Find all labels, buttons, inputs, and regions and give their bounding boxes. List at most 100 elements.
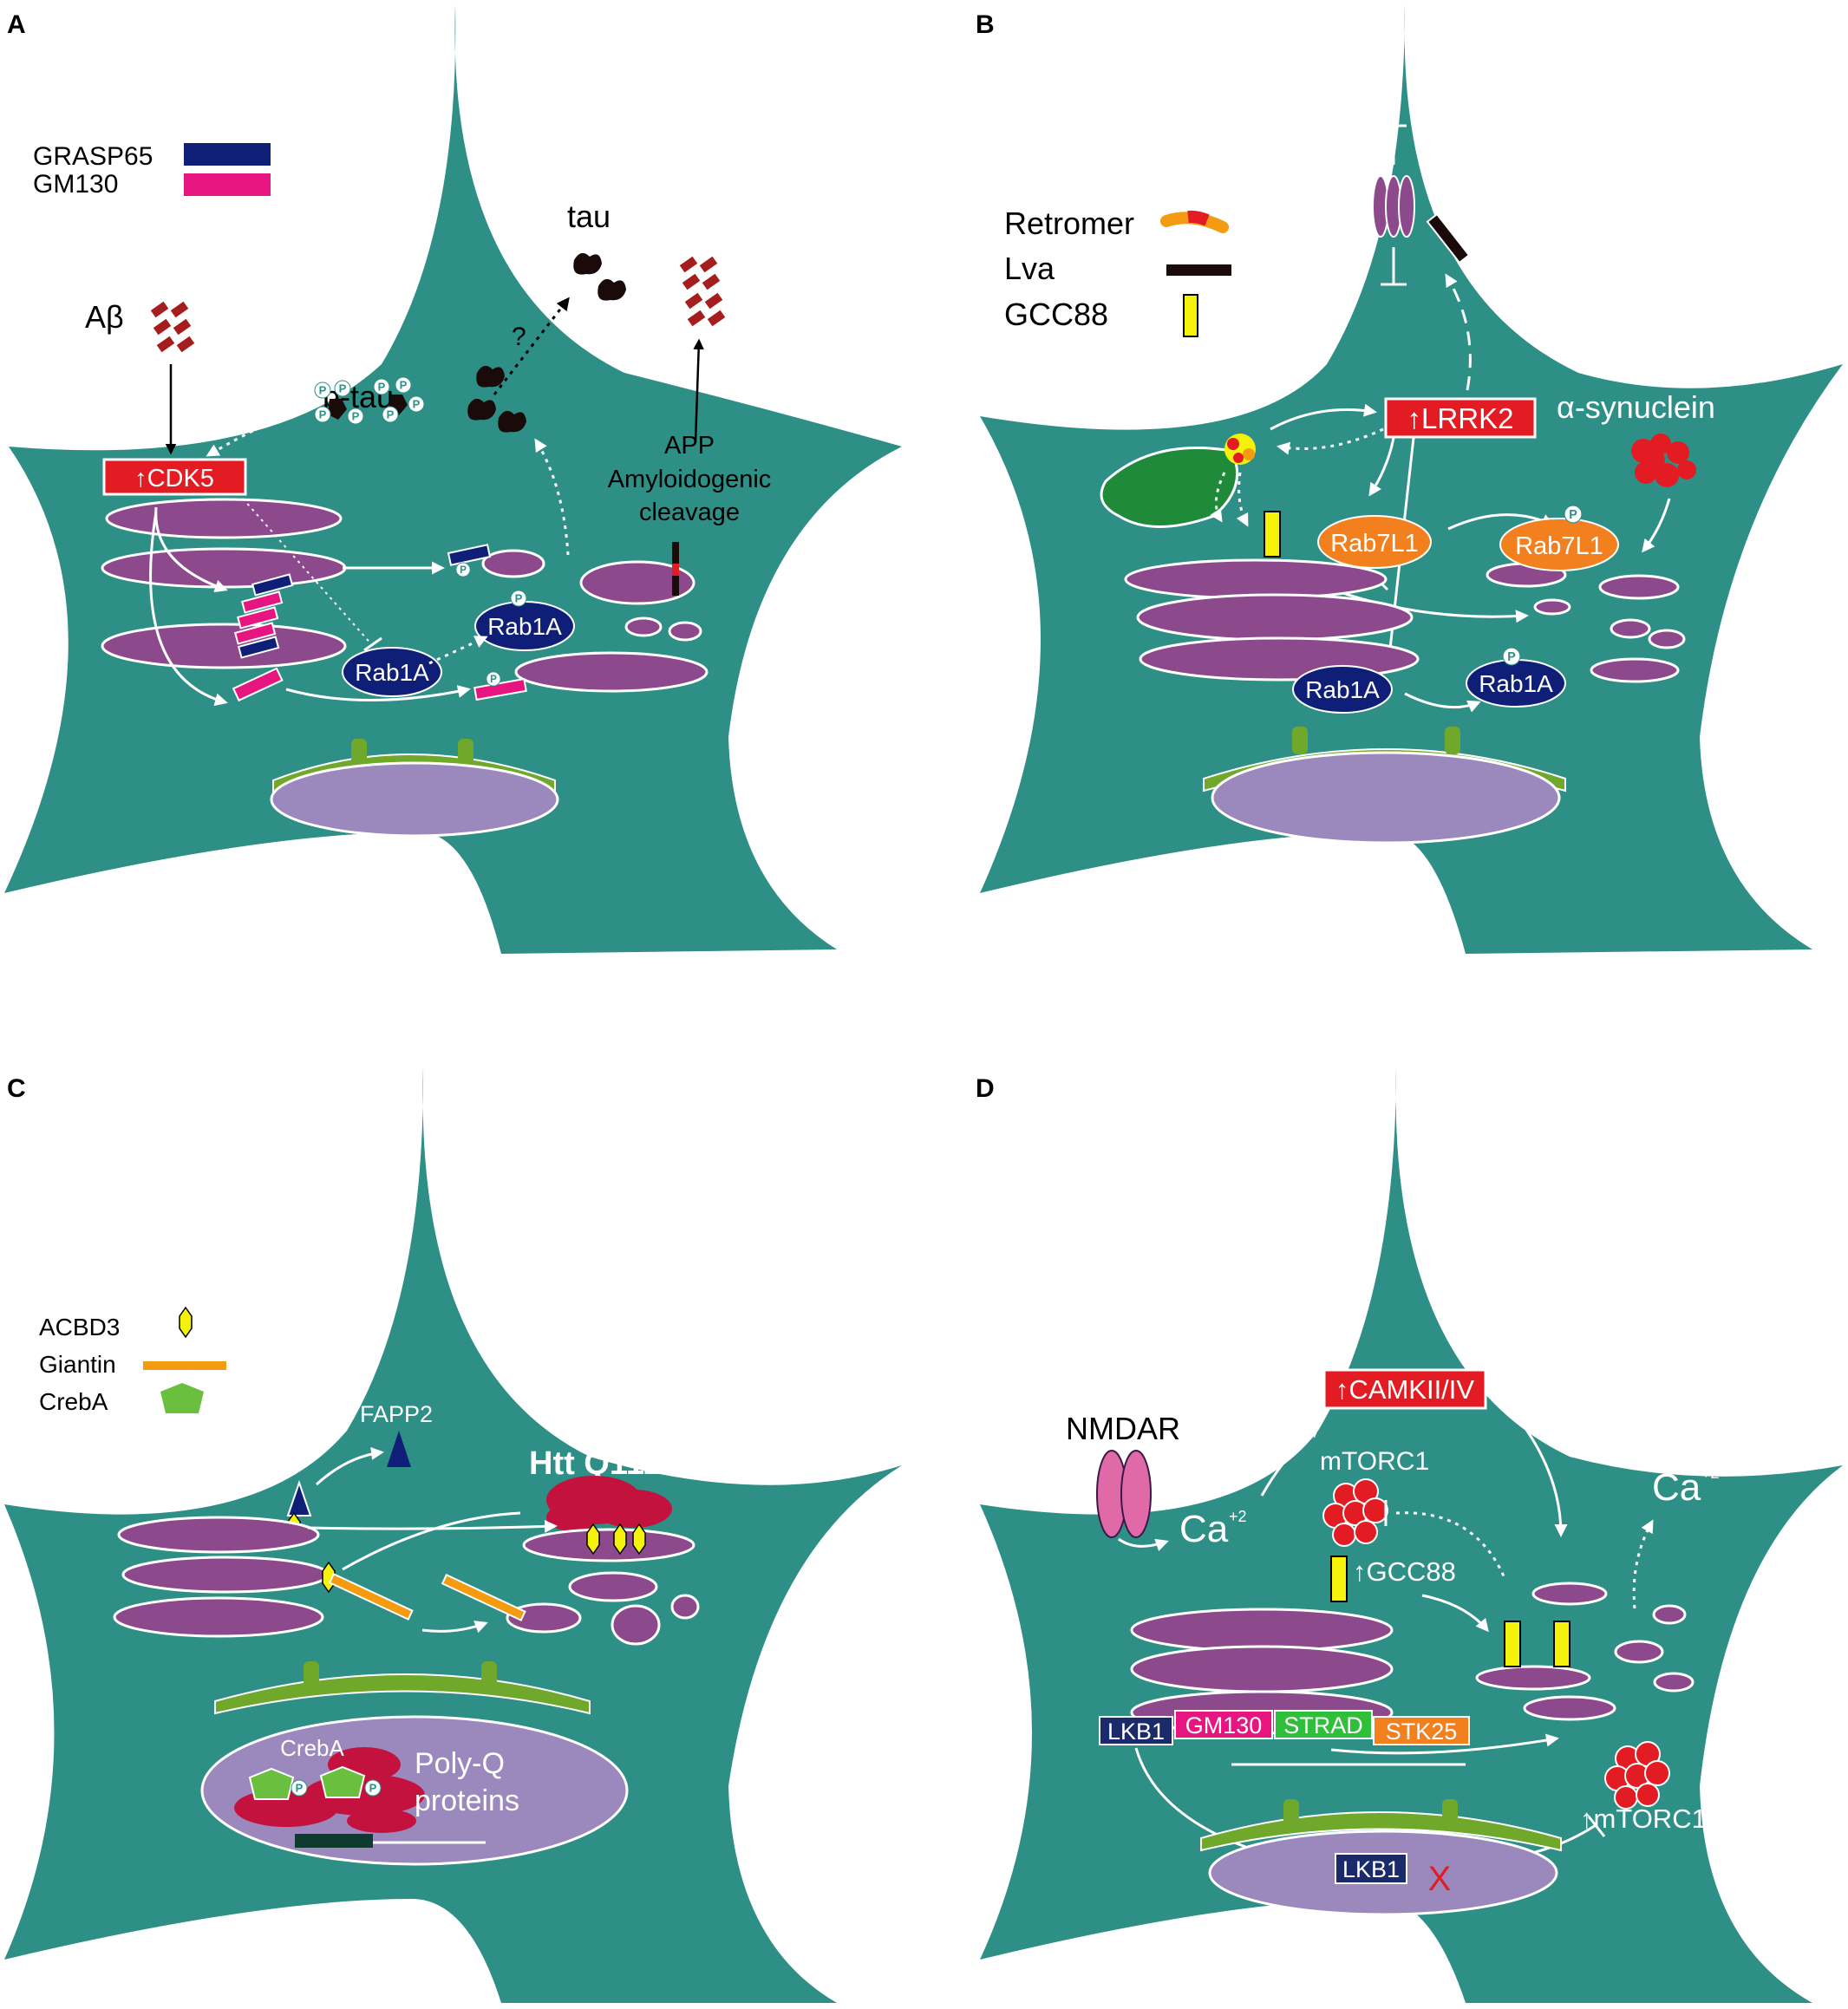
fapp2-triangle-on-golgi	[286, 1479, 312, 1517]
tau-label: tau	[567, 199, 611, 234]
er-bump-b-1	[1292, 727, 1308, 754]
er-bump-d-2	[1442, 1799, 1458, 1827]
legend-retromer-label: Retromer	[1004, 205, 1134, 241]
camk-label: ↑CAMKII/IV	[1335, 1374, 1475, 1405]
nucleus-b	[1211, 751, 1561, 845]
lrrk2-label: ↑LRRK2	[1407, 402, 1514, 434]
ca-to-camk-arrow	[1260, 1425, 1321, 1497]
gcc88-bar-d	[1330, 1556, 1348, 1602]
rab1a-b-1-label: Rab1A	[1305, 676, 1380, 703]
dendrite-golgi-outpost	[1372, 175, 1415, 238]
ptau-cluster-2-icon	[373, 376, 425, 423]
grasp65-gm130-stack	[233, 573, 294, 659]
strad-label: STRAD	[1283, 1712, 1363, 1738]
nucleus-a	[270, 761, 559, 838]
panel-b-label: B	[976, 10, 995, 39]
acbd3-on-htt-golgi	[586, 1523, 646, 1556]
legend-acbd3-label: ACBD3	[39, 1314, 120, 1340]
camk-box	[1322, 1368, 1487, 1410]
stk25-label: STK25	[1386, 1719, 1458, 1745]
panel-a: A GRASP65 GM130 Aβ ↑CDK5 p-tau	[4, 4, 902, 954]
legend-gm130-label: GM130	[33, 170, 118, 199]
stk25-box	[1373, 1716, 1470, 1745]
creba-p-2-icon	[364, 1779, 382, 1797]
cdk5-box	[102, 458, 247, 496]
app-to-abeta-arrow	[693, 338, 704, 443]
gm130-bar-isolated	[232, 667, 284, 702]
rab7l1-p-icon	[1564, 505, 1583, 524]
er-bump-a-1	[351, 739, 367, 765]
panel-a-label: A	[7, 10, 26, 39]
panel-c-label: C	[7, 1074, 26, 1103]
strad-box	[1274, 1710, 1373, 1739]
er-bump-d-1	[1283, 1799, 1299, 1827]
legend-acbd3-swatch	[179, 1306, 193, 1339]
retromer-complex-icon	[1224, 434, 1256, 465]
cleavage-label: cleavage	[639, 499, 740, 526]
legend-creba-swatch	[160, 1383, 204, 1413]
neuron-cell-body-b	[980, 4, 1843, 954]
rab1a-a-1	[342, 647, 442, 697]
rab1a-b-1	[1292, 665, 1393, 714]
mtorc1-up-complex-icon	[1604, 1741, 1670, 1810]
app-label: APP	[664, 432, 715, 460]
lrrk2-box	[1384, 397, 1537, 439]
legend-grasp65-swatch	[184, 143, 271, 166]
gcc88-arrow	[1421, 1594, 1489, 1633]
gm130-box-d	[1174, 1710, 1273, 1739]
cdk5-label: ↑CDK5	[134, 465, 214, 492]
creba-p-1-icon	[291, 1779, 308, 1797]
ca-sup-2: +2	[1701, 1464, 1720, 1482]
asyn-aggregate-icon	[1631, 434, 1696, 487]
gm130-label-d: GM130	[1185, 1712, 1263, 1738]
legend-lva-label: Lva	[1004, 251, 1055, 286]
rab1a-a-1-label: Rab1A	[355, 659, 429, 686]
legend-gcc88-swatch	[1183, 294, 1198, 337]
nmdar-label: NMDAR	[1066, 1411, 1180, 1446]
gcc88-bar-b	[1264, 511, 1281, 558]
lkb1-nuclear-box	[1335, 1853, 1407, 1884]
app-cleavage-site	[672, 564, 679, 576]
legend-gcc88-label: GCC88	[1004, 297, 1108, 332]
mtorc1-complex-icon	[1322, 1478, 1388, 1547]
creba-pentagon-2	[319, 1765, 366, 1798]
nmdar-channel-icon	[1096, 1450, 1152, 1538]
abeta-aggregate-icon	[150, 301, 195, 353]
creba-pentagon-1	[248, 1767, 295, 1800]
rab7l1-b-1-label: Rab7L1	[1330, 530, 1419, 558]
rab1a-b-p-icon	[1502, 647, 1521, 666]
polyq-label-1: Poly-Q	[415, 1747, 505, 1780]
legend-lva-swatch	[1166, 264, 1231, 276]
ptau-to-cdk5-dotted-arrow	[206, 404, 309, 457]
lkb1-label: LKB1	[1107, 1719, 1165, 1745]
er-bump-b-2	[1445, 727, 1460, 754]
lrrk2-to-outpost-dashed	[1445, 273, 1472, 391]
creba-nuclear-label: CrebA	[280, 1735, 344, 1761]
golgi-cisternae-a	[101, 498, 709, 693]
rab7l1-b-2	[1499, 518, 1619, 571]
asyn-label: α-synuclein	[1557, 389, 1715, 425]
gm130-p-icon	[486, 671, 501, 687]
tau-release-dotted-arrow	[493, 297, 570, 395]
rab1a-p-icon	[510, 590, 527, 607]
gcc88-bar-d-2	[1504, 1621, 1521, 1667]
panel-d: D NMDAR Ca +2 ↑CAMKII/IV mTORC1 Ca +2 ↑G…	[976, 1066, 1843, 2003]
abeta-released-icon	[679, 256, 726, 327]
golgi-cisternae-c	[113, 1516, 700, 1646]
ca-label-1: Ca	[1179, 1508, 1229, 1550]
legend-grasp65-label: GRASP65	[33, 142, 153, 171]
er-bump-c-2	[481, 1661, 497, 1689]
lkb1-inhibit-bar	[1587, 1816, 1606, 1837]
lva-bar-outpost	[1426, 212, 1471, 264]
htt-label: Htt Q111	[529, 1445, 661, 1482]
asyn-arrow	[1642, 498, 1671, 553]
golgi-to-ca-dotted	[1632, 1519, 1654, 1609]
fapp2-label: FAPP2	[360, 1401, 433, 1427]
camk-to-golgi-arrow	[1516, 1417, 1568, 1537]
giantin-bar-2	[441, 1574, 526, 1621]
panel-b: B Retromer Lva GCC88 ↑LRRK2 α-synuclein	[976, 4, 1843, 954]
mtorc1-up-label: ↑mTORC1	[1580, 1804, 1707, 1834]
amyloidogenic-label: Amyloidogenic	[608, 466, 772, 493]
question-mark: ?	[512, 323, 526, 351]
